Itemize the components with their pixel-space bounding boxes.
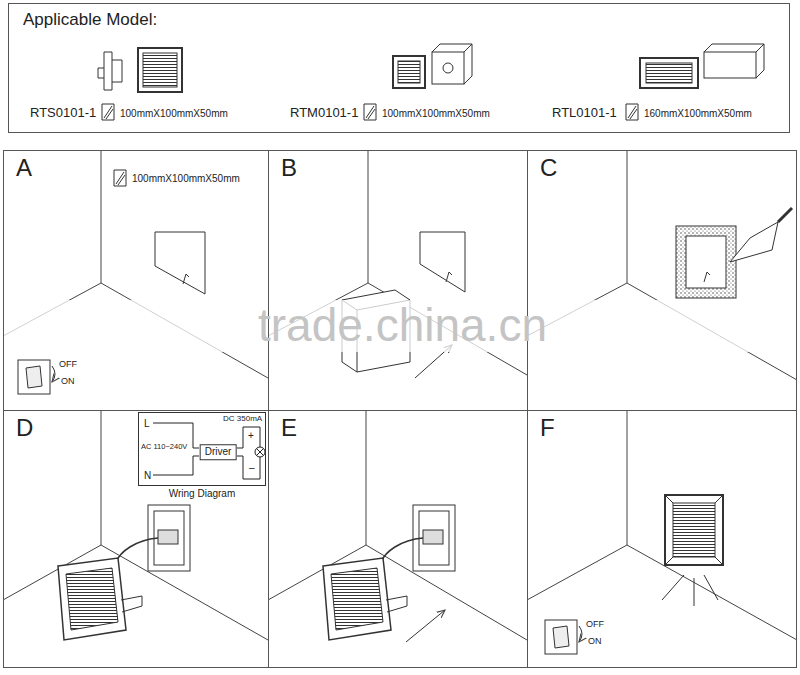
wire-plus bbox=[237, 427, 260, 448]
fixture-front bbox=[640, 58, 698, 88]
dimension-icon bbox=[114, 170, 126, 186]
voltage-rating: AC 110~240V bbox=[141, 443, 187, 451]
back-box bbox=[432, 52, 464, 84]
switch-arrow bbox=[52, 366, 55, 382]
switch-state: ON bbox=[588, 637, 602, 647]
back-box-edge bbox=[432, 44, 472, 84]
model-number: RTM0101-1 bbox=[290, 106, 358, 120]
panel-d-art bbox=[58, 505, 190, 640]
dimension-icons bbox=[102, 104, 638, 186]
step-panel: E bbox=[268, 410, 528, 668]
panel-f-art bbox=[545, 495, 723, 654]
switch-state: ON bbox=[61, 377, 75, 387]
cable bbox=[183, 274, 189, 284]
signal-name: N bbox=[144, 470, 151, 481]
wire-n bbox=[153, 456, 199, 475]
watermark-band bbox=[0, 300, 800, 352]
step-letter: C bbox=[540, 154, 784, 182]
cable bbox=[704, 272, 710, 282]
wall-recess bbox=[420, 232, 465, 292]
room-corner bbox=[3, 410, 268, 640]
driver-label: Driver bbox=[205, 446, 232, 458]
bevel bbox=[665, 495, 723, 565]
lamp-cross bbox=[257, 449, 264, 456]
dimension-icon bbox=[626, 104, 638, 120]
fixture bbox=[665, 495, 723, 565]
dimension-icon bbox=[364, 104, 376, 120]
switch-frame bbox=[18, 360, 50, 394]
cable bbox=[381, 538, 423, 562]
step-letter: E bbox=[281, 414, 515, 442]
terminal-block bbox=[158, 530, 178, 544]
switch-plate bbox=[26, 366, 42, 388]
step-panel: D Wring Diagram Driver bbox=[3, 410, 269, 668]
push-arrow bbox=[406, 610, 445, 642]
panel-c-art bbox=[676, 208, 792, 298]
dimension: 160mmX100mmX50mm bbox=[644, 108, 752, 119]
fixture-front bbox=[138, 48, 182, 92]
grille bbox=[331, 568, 383, 630]
model-pictures bbox=[98, 44, 764, 92]
current-rating: DC 350mA bbox=[223, 415, 262, 424]
dimension: 100mmX100mmX50mm bbox=[132, 173, 240, 184]
cable bbox=[116, 538, 158, 562]
fixture bbox=[58, 558, 126, 640]
dimension: 100mmX100mmX50mm bbox=[120, 108, 228, 119]
driver-box: Driver bbox=[200, 444, 237, 460]
watermark: trade.china.cn bbox=[258, 300, 547, 351]
grille bbox=[646, 63, 692, 83]
switch-frame bbox=[545, 620, 577, 654]
spring-clip bbox=[386, 596, 407, 612]
switch-plate bbox=[553, 626, 569, 648]
room-corner bbox=[527, 410, 797, 640]
switch-state: OFF bbox=[586, 620, 604, 630]
polarity: + bbox=[248, 430, 254, 441]
panel-heading: Applicable Model: bbox=[23, 10, 775, 30]
terminal-block bbox=[423, 530, 443, 544]
room-walls bbox=[3, 150, 797, 640]
step-panel: B bbox=[268, 150, 528, 411]
grille bbox=[143, 53, 177, 87]
model-number: RTL0101-1 bbox=[552, 106, 617, 120]
lamp-symbol bbox=[255, 447, 265, 457]
spring-clip bbox=[121, 596, 142, 612]
grille bbox=[66, 568, 118, 630]
signal-name: L bbox=[144, 418, 150, 429]
panel-e-art bbox=[323, 505, 455, 642]
knockout bbox=[443, 63, 453, 73]
back-box-edge bbox=[704, 44, 764, 78]
trowel-blade bbox=[730, 222, 778, 262]
step-letter: D bbox=[16, 414, 256, 442]
wire-minus bbox=[237, 456, 260, 479]
back-box-opening bbox=[686, 236, 726, 288]
dimension-icon bbox=[102, 104, 114, 120]
step-panel: A bbox=[3, 150, 269, 411]
switch-arrow bbox=[579, 626, 582, 642]
mortar-frame bbox=[676, 226, 736, 298]
step-panel: F bbox=[527, 410, 797, 668]
room-corner bbox=[268, 410, 527, 640]
cable bbox=[446, 272, 452, 282]
wall-box-inner bbox=[154, 511, 184, 565]
fixture-front bbox=[393, 56, 425, 88]
light-rays bbox=[662, 575, 718, 606]
grille bbox=[673, 503, 715, 557]
fixture bbox=[323, 558, 391, 640]
diagram-caption: Wring Diagram bbox=[139, 488, 265, 500]
wall-box-inner bbox=[419, 511, 449, 565]
model-number: RTS0101-1 bbox=[30, 106, 96, 120]
back-box bbox=[704, 52, 756, 78]
switch-state: OFF bbox=[59, 360, 77, 370]
dimension: 100mmX100mmX50mm bbox=[382, 108, 490, 119]
step-panel: C bbox=[527, 150, 797, 411]
wall-recess bbox=[155, 232, 205, 294]
polarity: – bbox=[249, 462, 255, 473]
step-letter: F bbox=[540, 414, 784, 442]
step-letter: B bbox=[281, 154, 515, 182]
trowel-handle bbox=[778, 208, 792, 222]
side-profile bbox=[98, 52, 122, 90]
grille bbox=[398, 61, 420, 83]
